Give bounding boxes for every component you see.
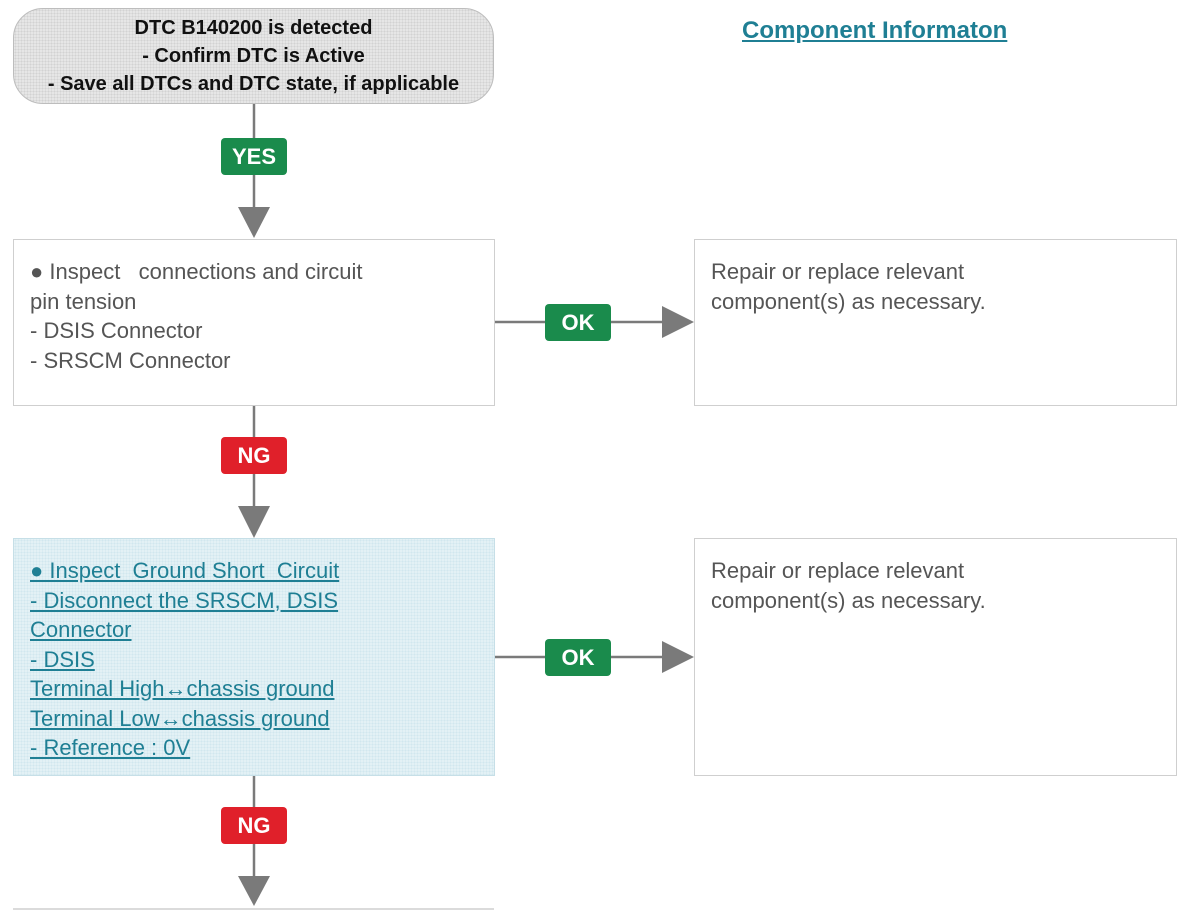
ok-label: OK <box>545 304 611 341</box>
start-dtc-box: DTC B140200 is detected - Confirm DTC is… <box>13 8 494 104</box>
step1-line: pin tension <box>30 288 137 314</box>
result1-line: component(s) as necessary. <box>711 288 986 314</box>
repair-box-2: Repair or replace relevant component(s) … <box>694 538 1177 776</box>
step2-line[interactable]: - DSIS <box>30 646 95 672</box>
step2-line[interactable]: ● Inspect Ground Short Circuit <box>30 558 340 583</box>
step2-line[interactable]: Terminal High↔chassis ground <box>30 676 335 701</box>
arrow-right-icon <box>662 306 694 338</box>
start-line-3: - Save all DTCs and DTC state, if applic… <box>47 73 460 95</box>
step1-line: - SRSCM Connector <box>30 347 231 373</box>
arrow-down-icon <box>238 506 270 538</box>
step1-line: ● Inspect connections and circuit <box>30 259 363 284</box>
arrow-right-icon <box>662 641 694 673</box>
step2-line[interactable]: Connector <box>30 617 132 642</box>
ng-label: NG <box>221 437 287 474</box>
arrow-down-icon <box>238 876 270 906</box>
start-line-2: - Confirm DTC is Active <box>142 45 365 67</box>
ng-label: NG <box>221 807 287 844</box>
result2-line: Repair or replace relevant <box>711 558 965 583</box>
arrow-down-icon <box>238 207 270 238</box>
component-information-link[interactable]: Component Informaton <box>742 17 1008 44</box>
step2-line[interactable]: Terminal Low↔chassis ground <box>30 705 330 731</box>
ok-label: OK <box>545 639 611 676</box>
yes-label: YES <box>221 138 287 175</box>
start-line-1: DTC B140200 is detected <box>134 17 373 39</box>
result1-line: Repair or replace relevant <box>711 259 965 284</box>
inspect-ground-short-box[interactable]: ● Inspect Ground Short Circuit - Disconn… <box>13 538 495 776</box>
result2-line: component(s) as necessary. <box>711 587 986 613</box>
step2-line[interactable]: - Disconnect the SRSCM, DSIS <box>30 587 339 613</box>
step2-line[interactable]: - Reference : 0V <box>30 735 191 760</box>
inspect-connections-box: ● Inspect connections and circuit pin te… <box>13 239 495 406</box>
repair-box-1: Repair or replace relevant component(s) … <box>694 239 1177 406</box>
step1-line: - DSIS Connector <box>30 318 203 343</box>
